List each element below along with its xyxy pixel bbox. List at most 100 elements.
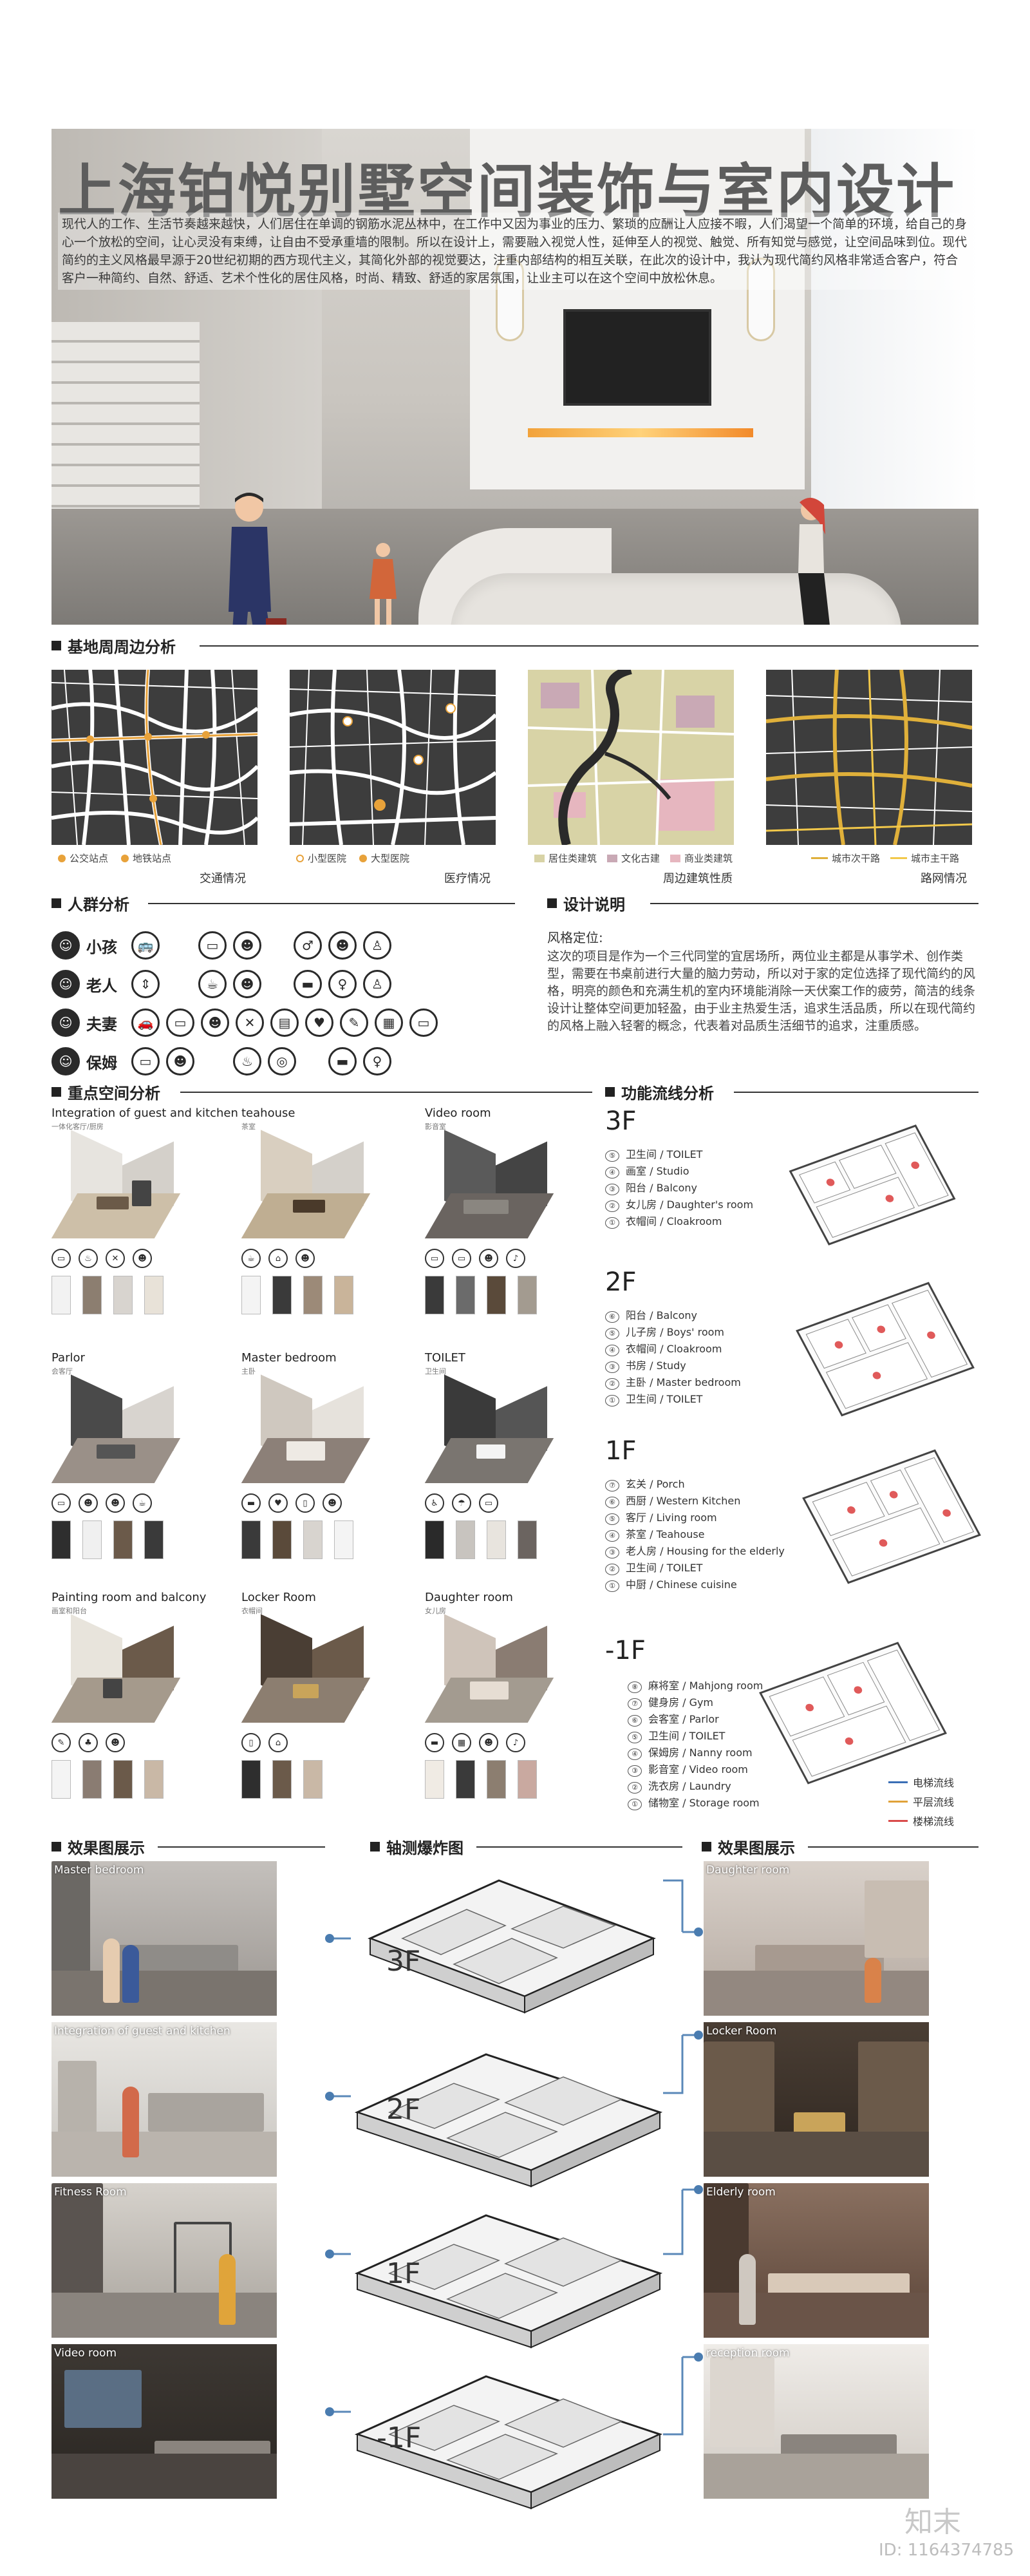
bus-stop-icon xyxy=(58,854,66,862)
legend-line xyxy=(888,1819,908,1822)
section-title: 设计说明 xyxy=(563,896,625,914)
render-video-room: Video room xyxy=(52,2344,277,2499)
flow-legend-flat: 平层流线 xyxy=(888,1794,954,1809)
tv-icon: ▭ xyxy=(425,1249,444,1268)
sofa-icon: ▭ xyxy=(52,1249,71,1268)
section-square-icon xyxy=(547,898,557,908)
map-buildings xyxy=(528,670,734,845)
study-icon: ▦ xyxy=(375,1009,403,1037)
key-space-daughter-room: Daughter room 女儿房 ▬▦☻♪ xyxy=(424,1591,560,1799)
nanny-icon: ☺ xyxy=(52,1047,80,1075)
small-hospital-icon xyxy=(296,854,304,862)
key-space-parlor: Parlor 会客厅 ▭☻☻☕ xyxy=(51,1351,187,1559)
large-hospital-icon xyxy=(359,854,368,862)
key-space-teahouse: teahouse 茶室 ☕⌂☻ xyxy=(241,1106,377,1314)
section-title: 功能流线分析 xyxy=(621,1084,714,1103)
cooking-icon: ♨ xyxy=(79,1249,98,1268)
floor-plan-b1 xyxy=(759,1642,947,1785)
room-isometric xyxy=(241,1130,371,1245)
room-isometric xyxy=(424,1130,554,1245)
crowd-label: 夫妻 xyxy=(86,1015,117,1034)
section-rule xyxy=(734,1092,979,1093)
music-icon: ♪ xyxy=(506,1733,525,1752)
watermark-id: ID: 1164374785 xyxy=(879,2541,1015,2560)
audio-icon: ♪ xyxy=(506,1249,525,1268)
section-crowd-analysis: 人群分析 xyxy=(52,892,129,914)
page-title: 上海铂悦别墅空间装饰与室内设计 xyxy=(58,158,956,225)
couple-sofa-icon: ▭ xyxy=(166,1009,194,1037)
floor-label-b1: -1F xyxy=(605,1636,646,1665)
legend-label: 地铁站点 xyxy=(133,853,172,864)
key-space-master-bedroom: Master bedroom 主卧 ▬♥▯☻ xyxy=(241,1351,377,1559)
hanger-icon: ⌂ xyxy=(268,1733,288,1752)
room-title: Video room xyxy=(425,1106,491,1120)
section-title: 重点空间分析 xyxy=(68,1084,160,1103)
render-master-bedroom: Master bedroom xyxy=(52,1861,277,2016)
hero-fireplace xyxy=(528,428,753,437)
elevator-icon: ⇕ xyxy=(131,970,160,998)
room-subtitle: 女儿房 xyxy=(425,1607,446,1615)
walk-icon: ♙ xyxy=(363,931,391,960)
people-icon: ☻ xyxy=(133,1249,152,1268)
hero-child xyxy=(370,543,397,625)
room-isometric xyxy=(241,1374,371,1490)
secondary-road-line xyxy=(811,857,828,859)
exploded-level-b1 xyxy=(354,2375,663,2510)
legend-line xyxy=(888,1800,908,1803)
render-caption: Video room xyxy=(54,2347,117,2360)
room-title: Master bedroom xyxy=(241,1351,337,1365)
section-rule xyxy=(808,1846,979,1848)
room-isometric xyxy=(51,1374,181,1490)
room-title: Locker Room xyxy=(241,1591,316,1604)
couple-icon: ☺ xyxy=(52,1009,80,1037)
section-square-icon xyxy=(702,1842,711,1852)
section-renders-right: 效果图展示 xyxy=(702,1835,795,1858)
render-fitness: Fitness Room xyxy=(52,2183,277,2338)
dining-icon: ✕ xyxy=(236,1009,264,1037)
section-rule xyxy=(180,1092,592,1093)
room-isometric xyxy=(241,1614,371,1729)
exploded-label-b1: -1F xyxy=(377,2421,422,2454)
section-rule xyxy=(148,903,515,904)
room-title: Daughter room xyxy=(425,1591,513,1604)
section-rule xyxy=(158,1846,325,1848)
room-title: Integration of guest and kitchen xyxy=(52,1106,238,1120)
flow-legend-stairs: 楼梯流线 xyxy=(888,1813,954,1828)
people-icon: ☻ xyxy=(479,1733,498,1752)
bed-icon: ▬ xyxy=(425,1733,444,1752)
walk-icon: ♙ xyxy=(363,970,391,998)
chat-icon: ☻ xyxy=(233,970,261,998)
render-caption: Daughter room xyxy=(706,1864,790,1877)
bed-icon: ▬ xyxy=(241,1493,261,1513)
render-caption: reception room xyxy=(706,2347,790,2360)
map-roads xyxy=(766,670,972,845)
legend-label: 电梯流线 xyxy=(913,1777,955,1789)
section-title: 轴测爆炸图 xyxy=(386,1839,464,1857)
intro-paragraph: 现代人的工作、生活节奏越来越快，人们居住在单调的钢筋水泥丛林中，在工作中又因为事… xyxy=(58,213,972,290)
section-square-icon xyxy=(52,1087,61,1097)
map-medical-legend: 小型医院 大型医院 xyxy=(296,851,409,865)
section-key-spaces: 重点空间分析 xyxy=(52,1081,160,1103)
floor-plan-2f xyxy=(796,1282,975,1417)
legend-line xyxy=(888,1781,908,1783)
tv-icon: ▭ xyxy=(198,931,227,960)
room-subtitle: 一体化客厅/厨房 xyxy=(52,1122,104,1131)
legend-label: 居住类建筑 xyxy=(548,853,597,864)
legend-label: 大型医院 xyxy=(371,853,410,864)
hero-render: 上海铂悦别墅空间装饰与室内设计 现代人的工作、生活节奏越来越快，人们居住在单调的… xyxy=(52,129,979,625)
section-title: 效果图展示 xyxy=(68,1839,145,1857)
residential-swatch xyxy=(534,854,545,862)
floor-label-1f: 1F xyxy=(605,1436,637,1466)
key-space-painting-balcony: Painting room and balcony 画室和阳台 ✎♣☻ xyxy=(51,1591,206,1799)
exploded-level-2f xyxy=(354,2053,663,2188)
reading-icon: ▤ xyxy=(270,1009,299,1037)
cultural-swatch xyxy=(607,854,618,862)
hero-wall-lamp-left xyxy=(496,258,524,341)
commercial-swatch xyxy=(670,854,681,862)
service-icon: ☻ xyxy=(166,1047,194,1075)
elderly-icon: ☺ xyxy=(52,970,80,998)
section-flow: 功能流线分析 xyxy=(605,1081,714,1103)
key-space-video-room: Video room 影音室 ▭▭☻♪ xyxy=(424,1106,560,1314)
map-traffic-legend: 公交站点 地铁站点 xyxy=(58,851,171,865)
